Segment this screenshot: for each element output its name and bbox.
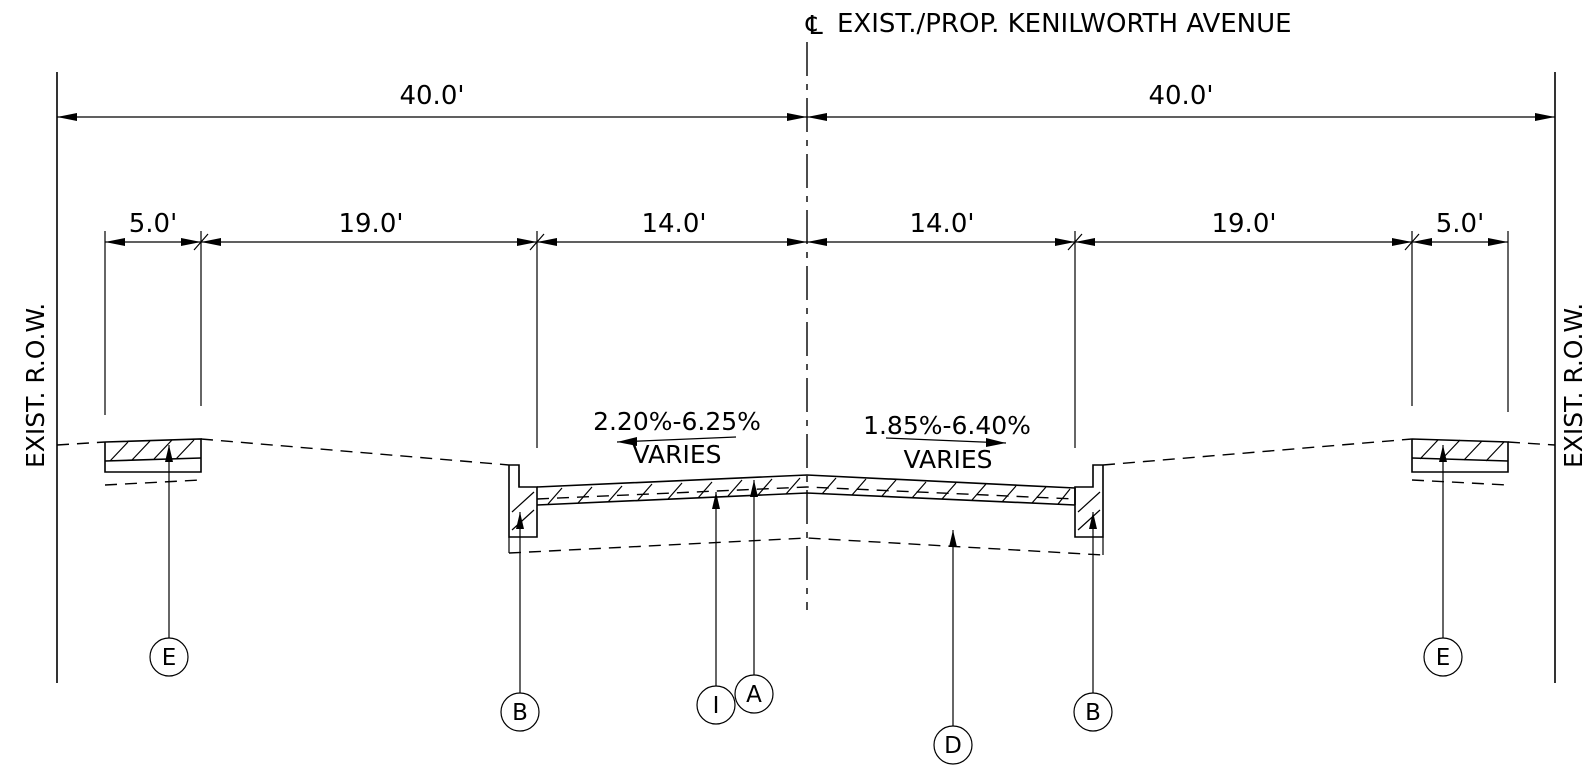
segment-dim-sidewalk-left: 5.0' [129,209,178,239]
overall-dim-left: 40.0' [399,81,464,111]
callout-leaders [165,445,1447,726]
segment-dim-lane-left: 14.0' [641,209,706,239]
overall-dim-right: 40.0' [1148,81,1213,111]
segment-dim-sidewalk-right: 5.0' [1436,209,1485,239]
slope-left-arrow [616,436,737,446]
svg-text:B: B [1085,700,1101,726]
callout-a: A [734,674,774,714]
svg-text:D: D [944,733,962,759]
row-label-right: EXIST. R.O.W. [1559,303,1588,468]
callout-b-right: B [1073,692,1113,732]
slope-right-arrow [885,437,1007,447]
callout-e-left: E [149,637,189,677]
curb-right [1074,464,1104,538]
svg-text:A: A [746,682,762,708]
pavement-section [508,474,1104,556]
overall-dimension-line [57,113,1555,121]
existing-ground-line [56,438,1556,466]
centerline-symbol: ℄ [805,11,823,41]
segment-dim-lane-right: 14.0' [909,209,974,239]
extension-lines [104,231,1509,448]
svg-text:E: E [162,645,177,671]
svg-text:I: I [713,693,720,719]
svg-text:E: E [1436,645,1451,671]
segment-dim-border-left: 19.0' [338,209,403,239]
slope-right-note: VARIES [903,445,992,474]
roadway-title: EXIST./PROP. KENILWORTH AVENUE [837,9,1292,39]
callout-i: I [696,685,736,725]
slope-right-value: 1.85%-6.40% [863,411,1031,440]
callout-e-right: E [1423,637,1463,677]
segment-dimension-line [105,233,1508,251]
sidewalk-right [1411,438,1509,486]
callout-b-left: B [500,692,540,732]
svg-text:B: B [512,700,528,726]
callout-d: D [933,725,973,765]
segment-dim-border-right: 19.0' [1211,209,1276,239]
slope-left-note: VARIES [632,440,721,469]
row-label-left: EXIST. R.O.W. [21,303,50,468]
sidewalk-left [104,438,202,486]
slope-left-value: 2.20%-6.25% [593,407,761,436]
